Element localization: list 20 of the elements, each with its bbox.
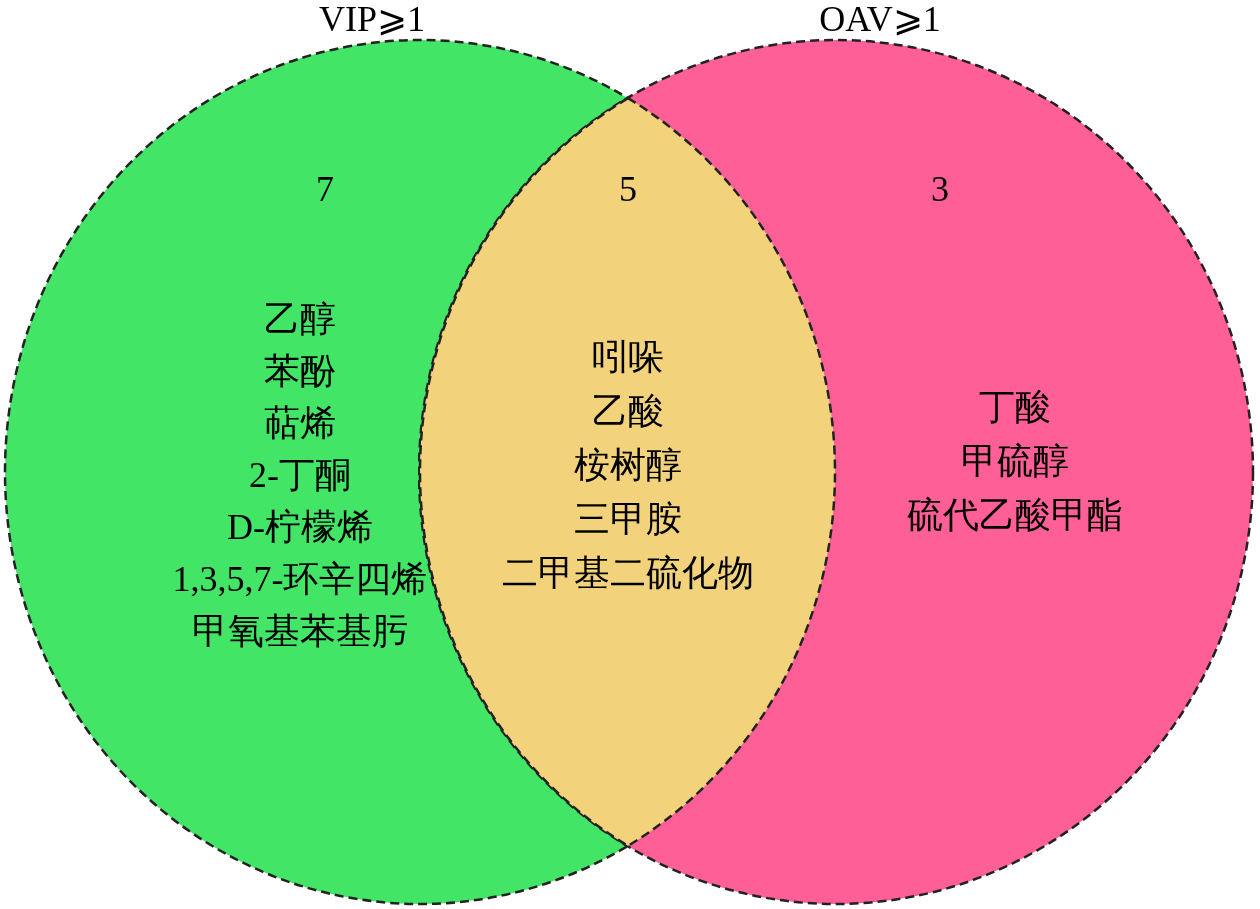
compound-name: 苯酚 <box>264 352 336 392</box>
count-label: 3 <box>931 170 949 210</box>
compound-name: D-柠檬烯 <box>227 508 373 548</box>
compound-name: 甲氧基苯基肟 <box>192 612 408 652</box>
compound-name: 2-丁酮 <box>249 456 351 496</box>
set-label: VIP⩾1 <box>319 0 425 40</box>
compound-name: 三甲胺 <box>574 500 682 540</box>
compound-name: 吲哚 <box>592 338 664 378</box>
compound-name: 萜烯 <box>264 404 336 444</box>
compound-name: 甲硫醇 <box>961 442 1069 482</box>
count-label: 7 <box>316 170 334 210</box>
count-label: 5 <box>619 170 637 210</box>
compound-name: 乙醇 <box>264 300 336 340</box>
set-label: OAV⩾1 <box>819 0 941 40</box>
compound-name: 二甲基二硫化物 <box>502 554 754 594</box>
compound-name: 硫代乙酸甲酯 <box>907 496 1123 536</box>
compound-name: 乙酸 <box>592 392 664 432</box>
compound-name: 丁酸 <box>979 388 1051 428</box>
compound-name: 1,3,5,7-环辛四烯 <box>172 560 428 600</box>
compound-name: 桉树醇 <box>574 446 682 486</box>
